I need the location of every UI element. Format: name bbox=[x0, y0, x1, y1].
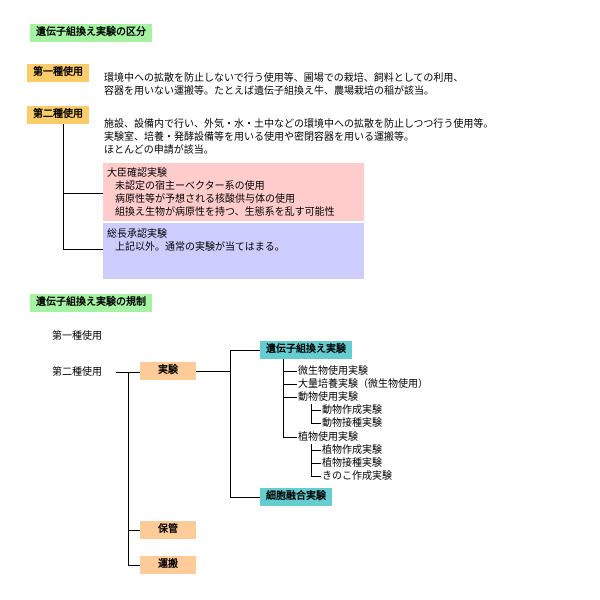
connector-cellfusion bbox=[230, 497, 260, 498]
plant-children-vertical bbox=[311, 444, 312, 477]
gm-plant: 植物使用実験 bbox=[298, 432, 358, 443]
reg-class1-label: 第一種使用 bbox=[52, 331, 102, 342]
experiment-label: 実験 bbox=[140, 362, 196, 380]
connector-animal-create bbox=[311, 410, 321, 411]
class2-line-3: ほとんどの申請が該当。 bbox=[104, 145, 214, 156]
class2-connector-vertical bbox=[63, 124, 64, 250]
experiment-connector bbox=[196, 371, 230, 372]
class2-description: 施設、設備内で行い、外気・水・土中などの環境中への拡散を防止しつつ行う使用等。 … bbox=[104, 118, 493, 157]
animal-inoculate: 動物接種実験 bbox=[322, 418, 382, 429]
connector-micro bbox=[283, 371, 297, 372]
president-title: 総長承認実験 bbox=[107, 229, 167, 240]
class2-line-1: 施設、設備内で行い、外気・水・土中などの環境中への拡散を防止しつつ行う使用等。 bbox=[104, 119, 494, 130]
minister-box: 大臣確認実験 未認定の宿主ーベクター系の使用 病原性等が予想される核酸供与体の使… bbox=[103, 163, 364, 221]
connector-plant bbox=[283, 437, 297, 438]
class2-line-2: 実験室、培養・発酵設備等を用いる使用や密閉容器を用いる運搬等。 bbox=[104, 132, 414, 143]
plant-inoculate: 植物接種実験 bbox=[322, 458, 382, 469]
class1-label: 第一種使用 bbox=[27, 64, 89, 82]
connector-plant-create bbox=[311, 450, 321, 451]
section1-title: 遺伝子組換え実験の区分 bbox=[30, 24, 152, 42]
minister-item-1: 未認定の宿主ーベクター系の使用 bbox=[115, 181, 265, 192]
animal-create: 動物作成実験 bbox=[322, 405, 382, 416]
mushroom-create: きのこ作成実験 bbox=[322, 471, 392, 482]
gm-animal: 動物使用実験 bbox=[298, 392, 358, 403]
reg-class2-label: 第二種使用 bbox=[52, 367, 102, 378]
connector-animal bbox=[283, 397, 297, 398]
plant-create: 植物作成実験 bbox=[322, 445, 382, 456]
section2-title: 遺伝子組換え実験の規制 bbox=[30, 294, 152, 312]
class2-label: 第二種使用 bbox=[27, 106, 89, 124]
experiment-branch-vertical bbox=[230, 350, 231, 498]
cell-fusion-label: 細胞融合実験 bbox=[260, 488, 332, 506]
animal-children-vertical bbox=[311, 404, 312, 424]
connector-transport bbox=[128, 565, 140, 566]
class1-line-1: 環境中への拡散を防止しないで行う使用等、圃場での栽培、飼料としての利用、 bbox=[104, 73, 464, 84]
minister-item-2: 病原性等が予想される核酸供与体の使用 bbox=[115, 194, 295, 205]
connector-president bbox=[63, 249, 103, 250]
connector-gm bbox=[230, 350, 260, 351]
connector-minister bbox=[63, 193, 103, 194]
minister-item-3: 組換え生物が病原性を持つ、生態系を乱す可能性 bbox=[115, 207, 335, 218]
gm-children-vertical bbox=[283, 359, 284, 437]
class1-line-2: 容器を用いない運搬等。たとえば遺伝子組換え牛、農場栽培の稲が該当。 bbox=[104, 86, 434, 97]
gm-large: 大量培養実験（微生物使用） bbox=[298, 379, 428, 390]
president-box: 総長承認実験 上記以外。通常の実験が当てはまる。 bbox=[103, 223, 364, 279]
connector-plant-inoc bbox=[311, 463, 321, 464]
minister-title: 大臣確認実験 bbox=[107, 168, 167, 179]
storage-label: 保管 bbox=[140, 521, 196, 539]
connector-large bbox=[283, 384, 297, 385]
connector-mushroom bbox=[311, 476, 321, 477]
reg-trunk-vertical bbox=[128, 372, 129, 566]
connector-storage bbox=[128, 530, 140, 531]
gm-micro: 微生物使用実験 bbox=[298, 366, 368, 377]
connector-animal-inoc bbox=[311, 423, 321, 424]
gm-experiment-label: 遺伝子組換え実験 bbox=[260, 341, 352, 359]
president-item-1: 上記以外。通常の実験が当てはまる。 bbox=[115, 242, 285, 253]
transport-label: 運搬 bbox=[140, 556, 196, 574]
class1-description: 環境中への拡散を防止しないで行う使用等、圃場での栽培、飼料としての利用、 容器を… bbox=[104, 72, 463, 98]
